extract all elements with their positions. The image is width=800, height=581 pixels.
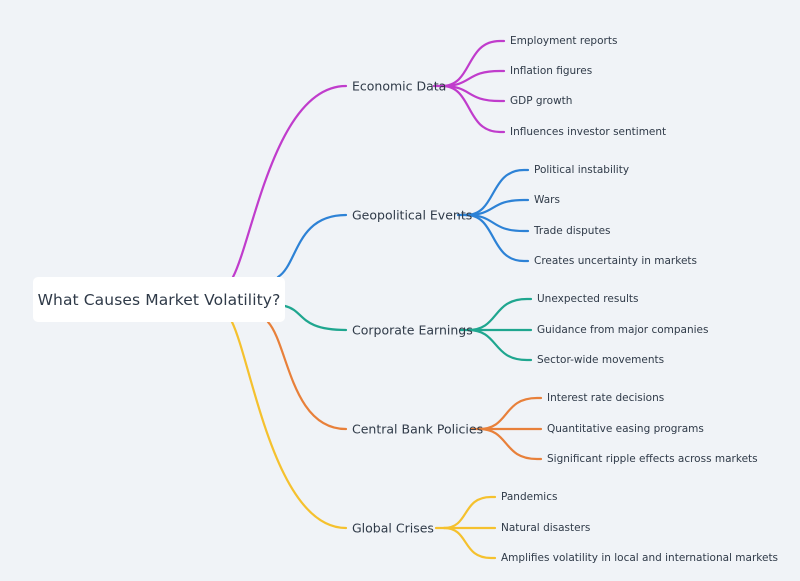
- leaf-label: Sector-wide movements: [537, 354, 665, 366]
- leaf-label: Guidance from major companies: [537, 324, 709, 336]
- leaf-connector: [464, 198, 530, 217]
- leaf-connector: [466, 328, 533, 362]
- branch-node[interactable]: Central Bank Policies: [352, 422, 483, 437]
- branch-label: Geopolitical Events: [352, 207, 473, 223]
- root-connector: [276, 213, 348, 279]
- leaf-connector: [477, 396, 543, 431]
- leaf-label: Interest rate decisions: [547, 392, 665, 404]
- branch-label: Global Crises: [352, 520, 434, 536]
- leaf-node[interactable]: Sector-wide movements: [537, 354, 664, 366]
- branch-node[interactable]: Geopolitical Events: [352, 208, 472, 223]
- leaf-connector: [464, 213, 530, 263]
- leaf-node[interactable]: Quantitative easing programs: [547, 423, 704, 435]
- leaf-connector: [440, 69, 506, 88]
- leaf-connector: [477, 427, 543, 461]
- leaf-label: Amplifies volatility in local and intern…: [501, 552, 779, 564]
- root-connector: [231, 84, 348, 279]
- leaf-connector: [440, 84, 506, 134]
- leaf-node[interactable]: Employment reports: [510, 35, 617, 47]
- leaf-connector: [442, 495, 497, 530]
- leaf-label: Natural disasters: [501, 522, 591, 534]
- leaf-node[interactable]: Creates uncertainty in markets: [534, 255, 697, 267]
- leaf-node[interactable]: Significant ripple effects across market…: [547, 453, 758, 465]
- branch-label: Central Bank Policies: [352, 421, 484, 437]
- branch-node[interactable]: Corporate Earnings: [352, 323, 473, 338]
- leaf-node[interactable]: Interest rate decisions: [547, 392, 664, 404]
- leaf-label: Pandemics: [501, 491, 558, 503]
- leaf-label: Wars: [534, 194, 560, 206]
- leaf-connector: [466, 297, 533, 332]
- leaf-node[interactable]: Inflation figures: [510, 65, 592, 77]
- leaf-label: Employment reports: [510, 35, 618, 47]
- branch-label: Economic Data: [352, 78, 447, 94]
- leaf-node[interactable]: Guidance from major companies: [537, 324, 709, 336]
- leaf-node[interactable]: Influences investor sentiment: [510, 126, 666, 138]
- leaf-label: Unexpected results: [537, 293, 639, 305]
- leaf-node[interactable]: GDP growth: [510, 95, 572, 107]
- root-connector: [230, 320, 348, 530]
- leaf-node[interactable]: Amplifies volatility in local and intern…: [501, 552, 778, 564]
- branch-node[interactable]: Global Crises: [352, 521, 434, 536]
- leaf-label: Influences investor sentiment: [510, 126, 667, 138]
- root-node[interactable]: What Causes Market Volatility?: [33, 277, 285, 322]
- leaf-node[interactable]: Unexpected results: [537, 293, 638, 305]
- leaf-label: GDP growth: [510, 95, 573, 107]
- leaf-node[interactable]: Natural disasters: [501, 522, 590, 534]
- leaf-label: Political instability: [534, 164, 630, 176]
- leaf-node[interactable]: Wars: [534, 194, 560, 206]
- leaf-label: Quantitative easing programs: [547, 423, 704, 435]
- leaf-label: Trade disputes: [534, 225, 611, 237]
- root-connector: [283, 304, 348, 332]
- leaf-label: Creates uncertainty in markets: [534, 255, 697, 267]
- leaf-node[interactable]: Pandemics: [501, 491, 557, 503]
- leaf-connector: [442, 526, 497, 560]
- leaf-label: Significant ripple effects across market…: [547, 453, 758, 465]
- leaf-node[interactable]: Trade disputes: [534, 225, 611, 237]
- leaf-connector: [440, 39, 506, 88]
- branch-label: Corporate Earnings: [352, 322, 473, 338]
- leaf-connector: [464, 168, 530, 217]
- leaf-node[interactable]: Political instability: [534, 164, 629, 176]
- leaf-label: Inflation figures: [510, 65, 593, 77]
- root-connector: [266, 320, 348, 431]
- branch-node[interactable]: Economic Data: [352, 79, 446, 94]
- root-label: What Causes Market Volatility?: [37, 290, 281, 309]
